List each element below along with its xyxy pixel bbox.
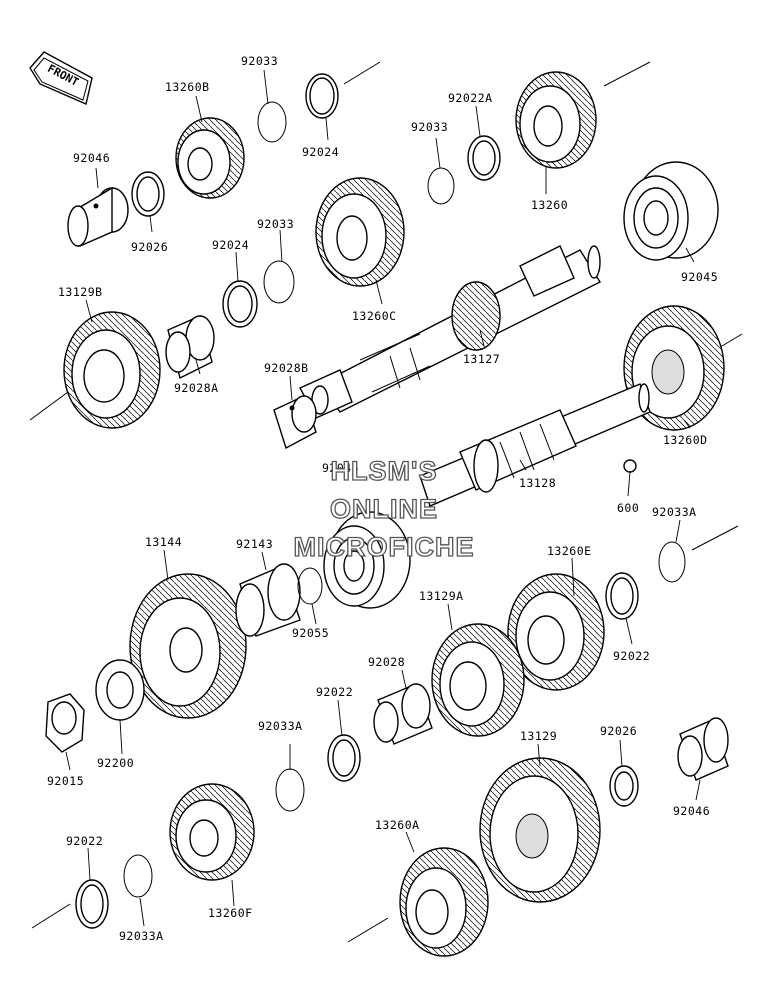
label-92015: 92015 [47, 774, 84, 788]
washer-92022a [467, 135, 501, 181]
o-ring-92055 [297, 567, 323, 605]
circlip-92033a-right [658, 541, 686, 583]
label-92033a-bottom: 92033A [119, 929, 164, 943]
bearing-92045-top [623, 161, 719, 261]
label-92045-top: 92045 [681, 270, 718, 284]
bushing-92028a [165, 315, 215, 380]
label-92026-bottom: 92026 [600, 724, 637, 738]
bushing-92028b [273, 395, 317, 450]
label-92024-mid: 92024 [212, 238, 249, 252]
gear-13129 [479, 757, 601, 903]
gear-13129b [63, 311, 161, 429]
gear-13260e [507, 573, 605, 691]
circlip-92033-top [257, 101, 287, 143]
label-92033a-right: 92033A [652, 505, 697, 519]
label-13260d: 13260D [663, 433, 708, 447]
label-92022-centre: 92022 [316, 685, 353, 699]
label-92022-bottom: 92022 [66, 834, 103, 848]
label-92033-mid: 92033 [411, 120, 448, 134]
nut-92015 [45, 693, 85, 753]
label-13260a: 13260A [375, 818, 420, 832]
label-13260c: 13260C [352, 309, 397, 323]
label-13127: 13127 [463, 352, 500, 366]
lockwasher-92200 [95, 659, 145, 721]
gear-13260a [399, 847, 489, 957]
label-92033-lower: 92033 [257, 217, 294, 231]
circlip-92033a-bottom [123, 854, 153, 898]
label-92028: 92028 [368, 655, 405, 669]
bushing-92046-top [67, 186, 129, 247]
sprocket-13144 [129, 573, 247, 719]
label-92022a: 92022A [448, 91, 493, 105]
label-92200: 92200 [97, 756, 134, 770]
washer-92026-bottom [609, 765, 639, 807]
gear-13260f [169, 783, 255, 881]
circlip-92033-lower [263, 260, 295, 304]
label-92028b: 92028B [264, 361, 309, 375]
ball-600 [623, 459, 637, 473]
shaft-13127 [299, 245, 602, 419]
label-13260f: 13260F [208, 906, 253, 920]
label-600: 600 [617, 501, 639, 515]
bushing-92028 [373, 683, 433, 745]
label-92045-mid: 92045 [322, 461, 359, 475]
label-92046-bottom: 92046 [673, 804, 710, 818]
front-arrow-icon: FRONT [29, 51, 93, 105]
washer-92024-mid [222, 280, 258, 328]
watermark-line-2: ONLINE [330, 494, 438, 524]
washer-92024-top [305, 73, 339, 119]
circlip-92033a-centre [275, 768, 305, 812]
label-13129: 13129 [520, 729, 557, 743]
gear-13260 [515, 71, 597, 169]
label-92033-top: 92033 [241, 54, 278, 68]
label-13260: 13260 [531, 198, 568, 212]
label-13260b: 13260B [165, 80, 210, 94]
label-92022-right: 92022 [613, 649, 650, 663]
gear-13260b [175, 117, 245, 199]
circlip-92033-mid [427, 167, 455, 205]
washer-92022-right [605, 572, 639, 620]
label-13129a: 13129A [419, 589, 464, 603]
label-92143: 92143 [236, 537, 273, 551]
watermark: HLSM'S ONLINE MICROFICHE [293, 455, 475, 562]
part-labels: 92033 13260B 92024 92022A 92033 92046 92… [47, 54, 718, 943]
washer-92022-bottom [75, 879, 109, 929]
label-92026-top: 92026 [131, 240, 168, 254]
leader-lines [65, 69, 701, 927]
watermark-line-3: MICROFICHE [294, 532, 475, 562]
label-92024-top: 92024 [302, 145, 339, 159]
shaft-13128 [419, 383, 651, 507]
label-92055: 92055 [292, 626, 329, 640]
bushing-92046-bottom [677, 717, 729, 781]
collar-92143 [235, 563, 301, 637]
label-13129b: 13129B [58, 285, 103, 299]
label-13144: 13144 [145, 535, 182, 549]
washer-92026-top [131, 171, 165, 217]
label-92046-top: 92046 [73, 151, 110, 165]
washer-92022-centre [327, 734, 361, 782]
watermark-line-1: HLSM'S [331, 456, 438, 486]
gear-13260c [315, 177, 405, 287]
label-92028a: 92028A [174, 381, 219, 395]
label-13260e: 13260E [547, 544, 592, 558]
label-13128: 13128 [519, 476, 556, 490]
gear-13129a [431, 623, 525, 737]
bearing-92045-mid [323, 511, 411, 609]
label-92033a-centre: 92033A [258, 719, 303, 733]
